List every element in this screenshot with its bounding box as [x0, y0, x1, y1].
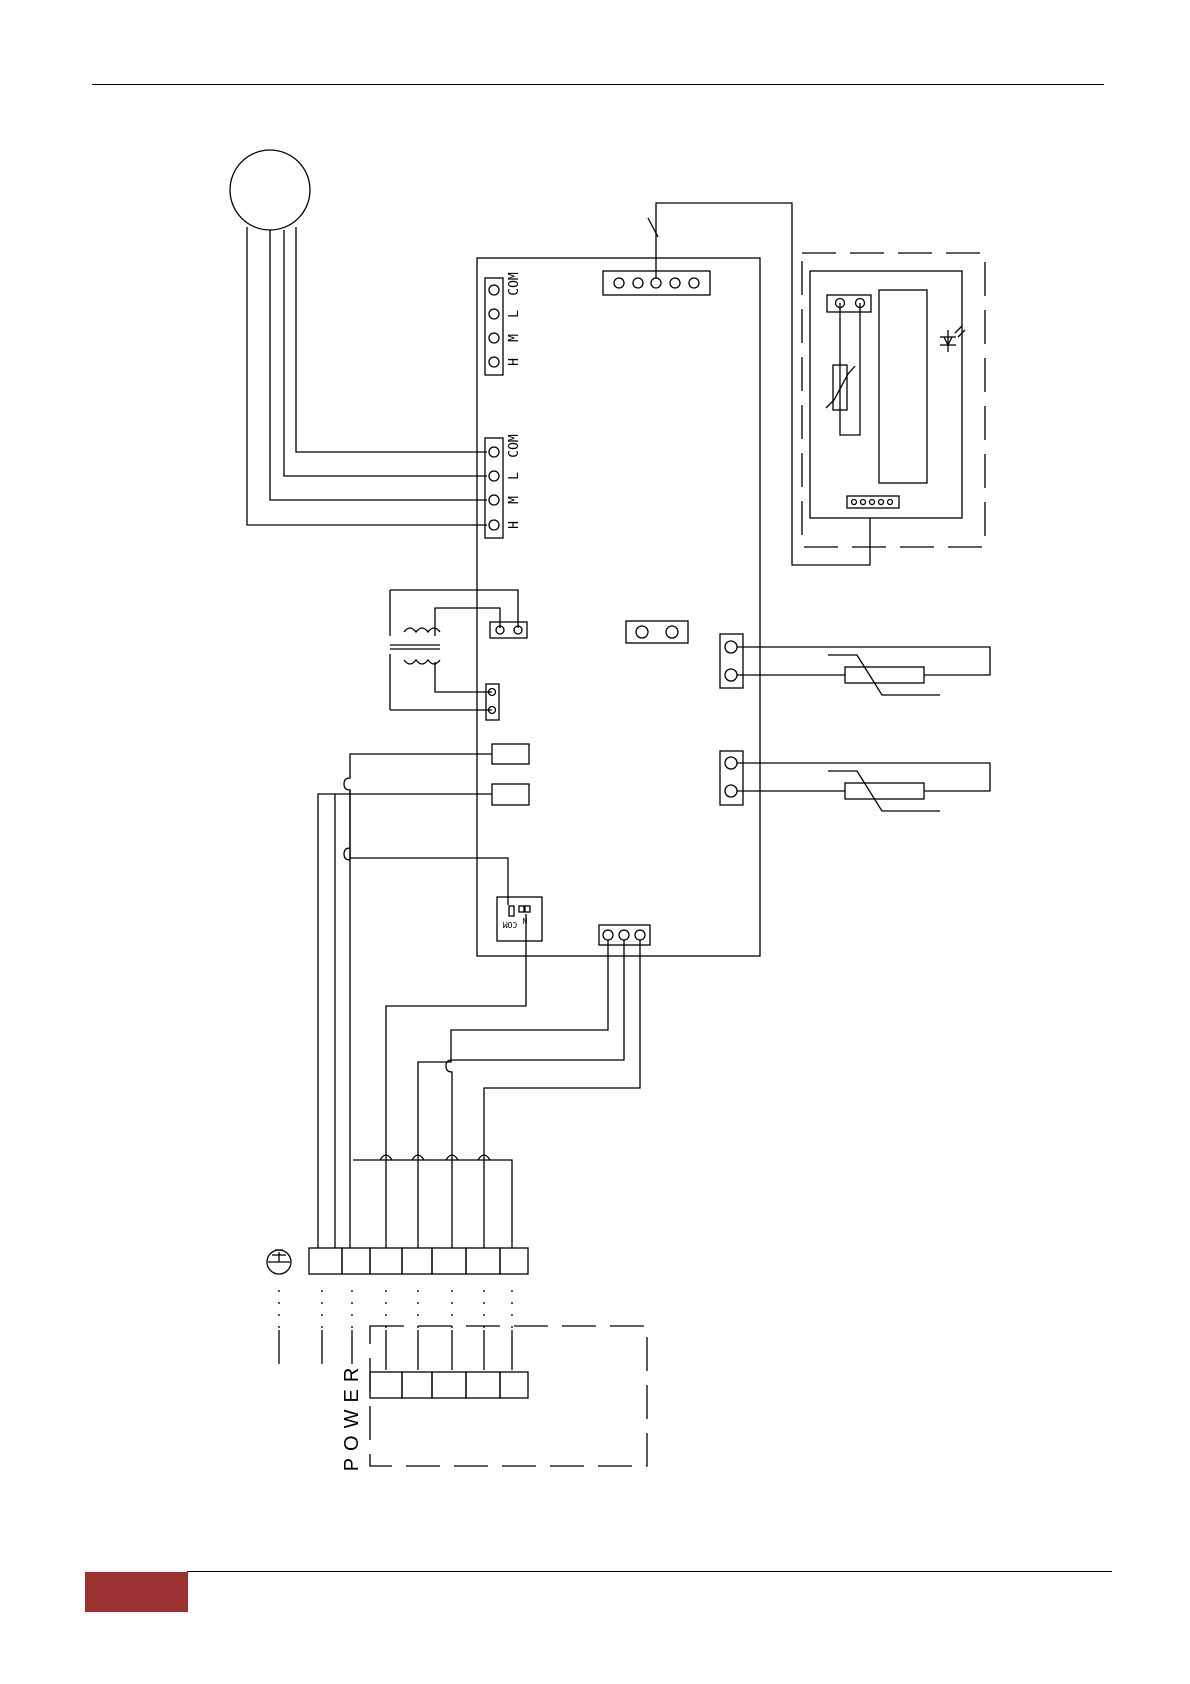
ground-icon — [267, 1250, 291, 1274]
transformer-icon — [390, 590, 440, 710]
jumper-switch-icon — [509, 906, 530, 916]
motor-wire-h — [247, 227, 487, 525]
transformer-secondary-connector — [486, 684, 499, 720]
display-cable-wire — [656, 203, 870, 565]
fan-terminal-block-1 — [485, 278, 503, 375]
fan-terminal-2-label-m: M — [507, 496, 522, 504]
power-label: POWER — [341, 1361, 363, 1472]
transformer-secondary-wire-b — [435, 662, 492, 692]
display-panel — [879, 290, 927, 483]
sensor-1-wire-a — [737, 647, 990, 675]
motor-wire-com — [296, 227, 487, 452]
jumper-out-wire — [386, 914, 526, 1248]
fan-terminal-1-label-l: L — [507, 310, 522, 318]
main-terminal-strip — [309, 1248, 528, 1274]
footer-rule — [187, 1571, 1112, 1572]
fan-terminal-1-label-h: H — [507, 358, 522, 366]
motor-wire-l — [284, 230, 487, 476]
fan-terminal-1-label-m: M — [507, 334, 522, 342]
fan-motor-circle — [230, 150, 310, 230]
jumper-feed-wire — [344, 790, 508, 905]
power-terminal-strip — [370, 1372, 528, 1398]
sensor-1-probe — [845, 667, 924, 683]
power-bus-wire — [353, 1160, 512, 1248]
power-enclosure-dashed — [370, 1326, 647, 1466]
power-wire-2 — [446, 940, 624, 1248]
jumper-label-com: COM — [503, 920, 518, 929]
fan-terminal-2-label-com: COM — [507, 434, 522, 458]
relay-2-wire — [318, 794, 492, 1248]
wire-crossing-arcs — [380, 1155, 490, 1160]
fan-terminal-1-label-com: COM — [507, 272, 522, 296]
fan-motor — [230, 150, 487, 525]
jumper-label-n: N — [522, 916, 527, 925]
sensor-2-probe — [845, 783, 924, 799]
terminal-lead-lines — [279, 1330, 512, 1370]
display-enclosure-dashed — [802, 253, 985, 547]
power-wire-3 — [484, 940, 640, 1248]
power-wire-1 — [418, 940, 608, 1248]
sensor-1-connector — [720, 634, 743, 688]
fan-terminal-2-label-h: H — [507, 521, 522, 529]
motor-wire-m — [270, 230, 487, 500]
relay-1 — [492, 744, 529, 764]
fan-terminal-block-2 — [485, 438, 503, 538]
relay-2 — [492, 784, 529, 805]
display-2pin-connector — [827, 295, 871, 312]
footer-accent-block — [85, 1572, 188, 1612]
ir-receiver-icon — [940, 326, 965, 352]
sensor-2-wire-a — [737, 763, 990, 791]
jumper-block — [497, 897, 542, 941]
fan-terminal-2-label-l: L — [507, 472, 522, 480]
transformer-primary-connector — [490, 622, 527, 638]
thermistor-wire — [840, 303, 860, 435]
mid-2pin-connector — [626, 621, 688, 643]
sensor-2-connector — [720, 751, 743, 805]
terminal-dotted-leads — [279, 1290, 512, 1330]
display-5pin-connector — [847, 496, 899, 508]
